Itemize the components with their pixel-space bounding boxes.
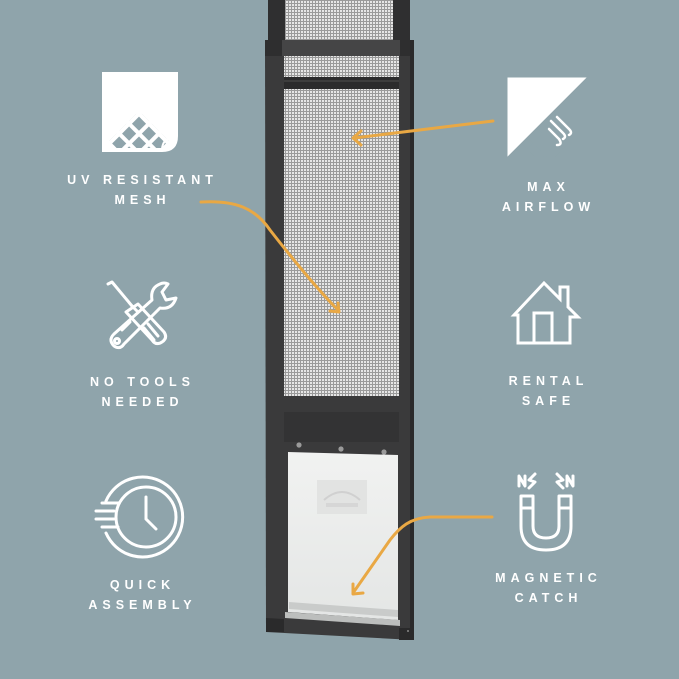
feature-label-line2: SAFE (521, 394, 576, 408)
feature-label-line1: MAGNETIC (495, 571, 602, 585)
feature-label-line1: UV RESISTANT (67, 173, 218, 187)
feature-label-line1: NO TOOLS (89, 375, 196, 389)
wrench-screwdriver-icon (106, 280, 178, 350)
feature-label-line1: MAX (527, 180, 570, 194)
feature-label-line2: AIRFLOW (501, 200, 596, 214)
feature-label-line2: ASSEMBLY (88, 598, 197, 612)
feature-magnetic-catch: MAGNETIC CATCH (436, 468, 656, 608)
feature-label-line1: RENTAL (508, 374, 589, 388)
feature-label-line1: QUICK (109, 578, 176, 592)
arrow-magnetic-catch (351, 515, 494, 595)
house-icon (510, 280, 582, 345)
feature-quick-assembly: QUICK ASSEMBLY (30, 475, 250, 615)
feature-max-airflow: MAX AIRFLOW (436, 75, 656, 217)
arrow-uv-mesh (199, 200, 340, 312)
feature-label-line2: CATCH (514, 591, 583, 605)
mesh-square-icon (102, 72, 178, 152)
feature-uv-resistant-mesh: UV RESISTANT MESH (30, 72, 250, 210)
feature-rental-safe: RENTAL SAFE (436, 275, 656, 411)
arrow-max-airflow (352, 119, 495, 140)
magnet-icon (517, 472, 575, 552)
fast-clock-icon (94, 475, 185, 559)
feature-no-tools-needed: NO TOOLS NEEDED (30, 280, 250, 412)
mesh-wind-icon (505, 77, 587, 157)
feature-label-line2: NEEDED (101, 395, 184, 409)
feature-label-line2: MESH (114, 193, 171, 207)
